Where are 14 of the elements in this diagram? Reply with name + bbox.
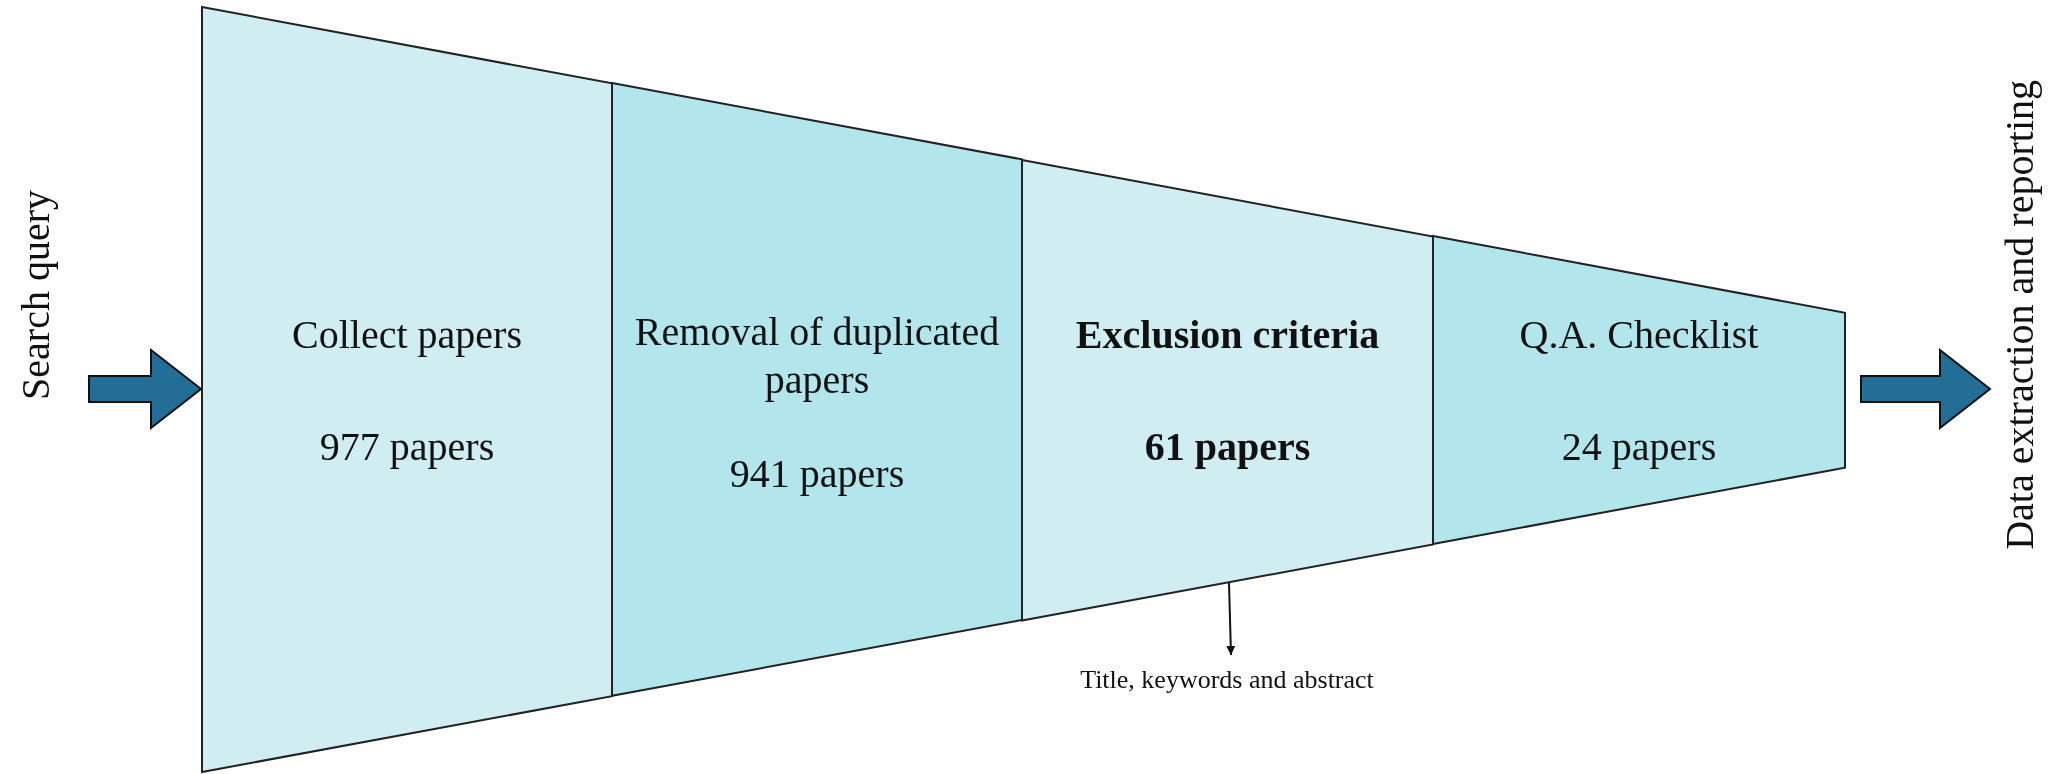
input-label: Search query [12, 190, 59, 400]
paper-count: 941 papers [728, 450, 906, 498]
output-label: Data extraction and reporting [1996, 80, 2043, 550]
stage-label: Removal of duplicated papers [633, 308, 1001, 404]
paper-count: 24 papers [1560, 423, 1718, 471]
stage-label: Q.A. Checklist [1518, 311, 1760, 359]
paper-count: 977 papers [318, 423, 496, 471]
flow-arrow [1860, 347, 1992, 431]
stage-label: Exclusion criteria [1074, 311, 1381, 359]
leader-line [1226, 582, 1236, 656]
paper-count: 61 papers [1143, 423, 1312, 471]
flow-arrow [88, 347, 203, 431]
stage-label: Collect papers [291, 311, 523, 359]
note-text: Title, keywords and abstract [1080, 665, 1374, 695]
